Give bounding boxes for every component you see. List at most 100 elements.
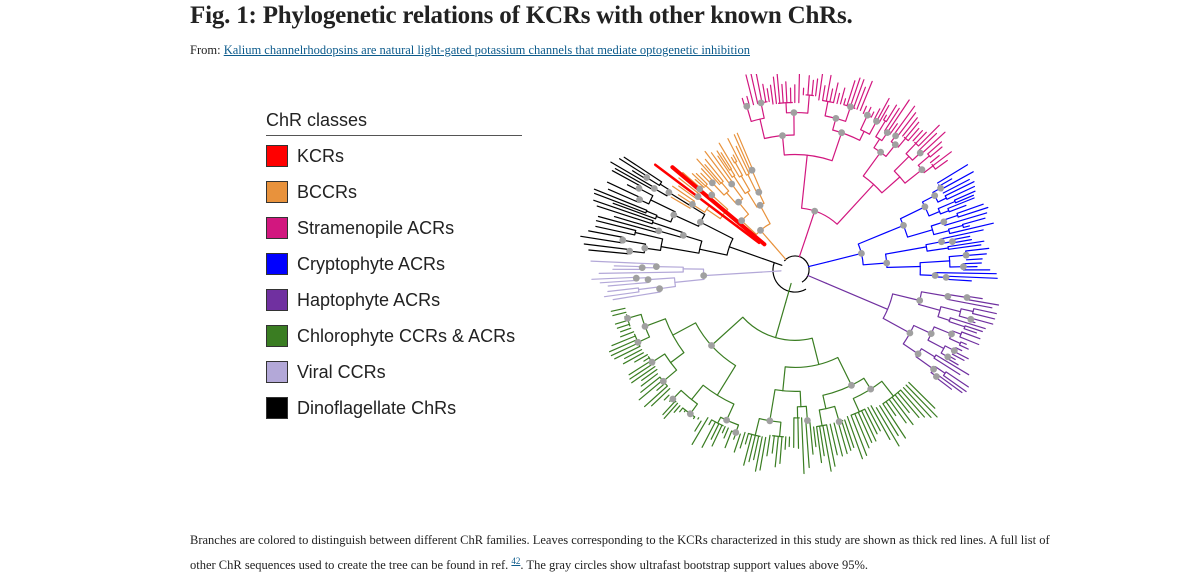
- tree-leaf: [916, 132, 927, 143]
- tree-leaf: [963, 226, 969, 228]
- tree-branch: [770, 390, 775, 421]
- tree-branch-arc: [949, 257, 950, 267]
- legend-label: BCCRs: [297, 182, 357, 203]
- tree-leaf: [812, 80, 813, 95]
- tree-branch-arc: [973, 309, 974, 314]
- tree-branch: [863, 263, 887, 265]
- tree-clade-stem: [761, 271, 781, 272]
- tree-leaf: [732, 158, 735, 163]
- bootstrap-circle: [735, 199, 742, 206]
- bootstrap-circle: [833, 115, 840, 122]
- tree-branch: [639, 287, 660, 290]
- bootstrap-circle: [838, 129, 845, 136]
- tree-branch: [920, 261, 950, 263]
- tree-leaf: [857, 87, 865, 109]
- tree-branch: [908, 230, 933, 237]
- bootstrap-circle: [883, 260, 890, 267]
- source-article-link[interactable]: Kalium channelrhodopsins are natural lig…: [224, 43, 750, 57]
- bootstrap-circle: [651, 185, 658, 192]
- bootstrap-circle: [873, 118, 880, 125]
- tree-branch: [673, 323, 696, 335]
- tree-leaf: [946, 276, 997, 278]
- tree-leaf: [921, 132, 945, 154]
- tree-leaf: [711, 424, 719, 440]
- tree-branch: [704, 272, 761, 276]
- tree-leaf: [581, 236, 623, 243]
- tree-leaf: [599, 272, 683, 273]
- tree-leaf: [773, 77, 776, 103]
- bootstrap-circle: [931, 192, 938, 199]
- tree-leaf: [617, 324, 629, 328]
- tree-branch-arc: [959, 309, 961, 316]
- tree-branch: [860, 131, 864, 140]
- tree-branch: [648, 278, 674, 280]
- tree-leaf: [684, 410, 685, 412]
- tree-leaf: [614, 266, 642, 267]
- tree-leaf: [717, 151, 730, 170]
- tree-branch: [692, 385, 704, 399]
- tree-leaf: [806, 421, 809, 468]
- bootstrap-circle: [645, 276, 652, 283]
- bootstrap-circle: [697, 219, 704, 226]
- bootstrap-circle: [636, 185, 643, 192]
- bootstrap-circle: [867, 386, 874, 393]
- tree-clade-stem: [809, 262, 828, 267]
- tree-branch: [893, 294, 920, 301]
- phylogenetic-tree: [540, 74, 1010, 520]
- tree-branch: [938, 202, 955, 209]
- tree-branch: [887, 267, 920, 268]
- tree-branch: [780, 422, 781, 436]
- tree-branch: [806, 211, 815, 238]
- tree-leaf: [967, 259, 983, 260]
- tree-branch: [941, 307, 961, 312]
- tree-leaf: [973, 314, 995, 319]
- tree-leaf: [785, 437, 786, 449]
- tree-branch-arc: [661, 239, 663, 251]
- tree-leaf: [608, 182, 641, 198]
- bootstrap-circle: [928, 330, 935, 337]
- tree-branch: [722, 183, 729, 191]
- tree-branch: [752, 170, 761, 191]
- tree-leaf: [898, 393, 919, 418]
- tree-clade-stem: [799, 238, 805, 257]
- tree-branch: [826, 283, 887, 309]
- bootstrap-circle: [933, 373, 940, 380]
- bootstrap-circle: [660, 378, 667, 385]
- tree-clade-stem: [786, 284, 792, 303]
- figure-title: Fig. 1: Phylogenetic relations of KCRs w…: [190, 2, 853, 30]
- tree-leaf: [680, 408, 683, 412]
- tree-branch: [832, 133, 842, 161]
- tree-branch: [718, 417, 721, 423]
- tree-leaf: [844, 99, 846, 105]
- tree-branch: [729, 247, 763, 259]
- bootstrap-circle: [728, 181, 735, 188]
- bootstrap-circle: [963, 252, 970, 259]
- tree-branch: [874, 139, 880, 148]
- tree-branch: [928, 340, 944, 348]
- tree-branch: [808, 95, 810, 113]
- bootstrap-circle: [804, 417, 811, 424]
- tree-leaf: [632, 367, 655, 383]
- tree-leaf: [802, 418, 804, 474]
- caption-text-end: . The gray circles show ultrafast bootst…: [520, 558, 868, 572]
- tree-branch: [949, 322, 965, 327]
- tree-leaf: [786, 82, 787, 103]
- tree-leaf: [962, 332, 980, 339]
- tree-branch: [938, 198, 946, 202]
- tree-branch-arc: [883, 294, 893, 319]
- tree-branch-arc: [745, 191, 750, 194]
- bootstrap-circle: [892, 133, 899, 140]
- bootstrap-circle: [757, 227, 764, 234]
- tree-branch-arc: [743, 317, 812, 340]
- bootstrap-circle: [700, 272, 707, 279]
- tree-branch: [938, 317, 950, 321]
- tree-leaf: [834, 423, 842, 456]
- bootstrap-circle: [964, 294, 971, 301]
- tree-leaf: [624, 157, 661, 182]
- tree-leaf: [889, 399, 906, 422]
- legend-swatch: [266, 181, 288, 203]
- bootstrap-circle: [960, 263, 967, 270]
- tree-leaf: [621, 328, 631, 332]
- tree-leaf: [621, 332, 634, 337]
- bootstrap-circle: [732, 429, 739, 436]
